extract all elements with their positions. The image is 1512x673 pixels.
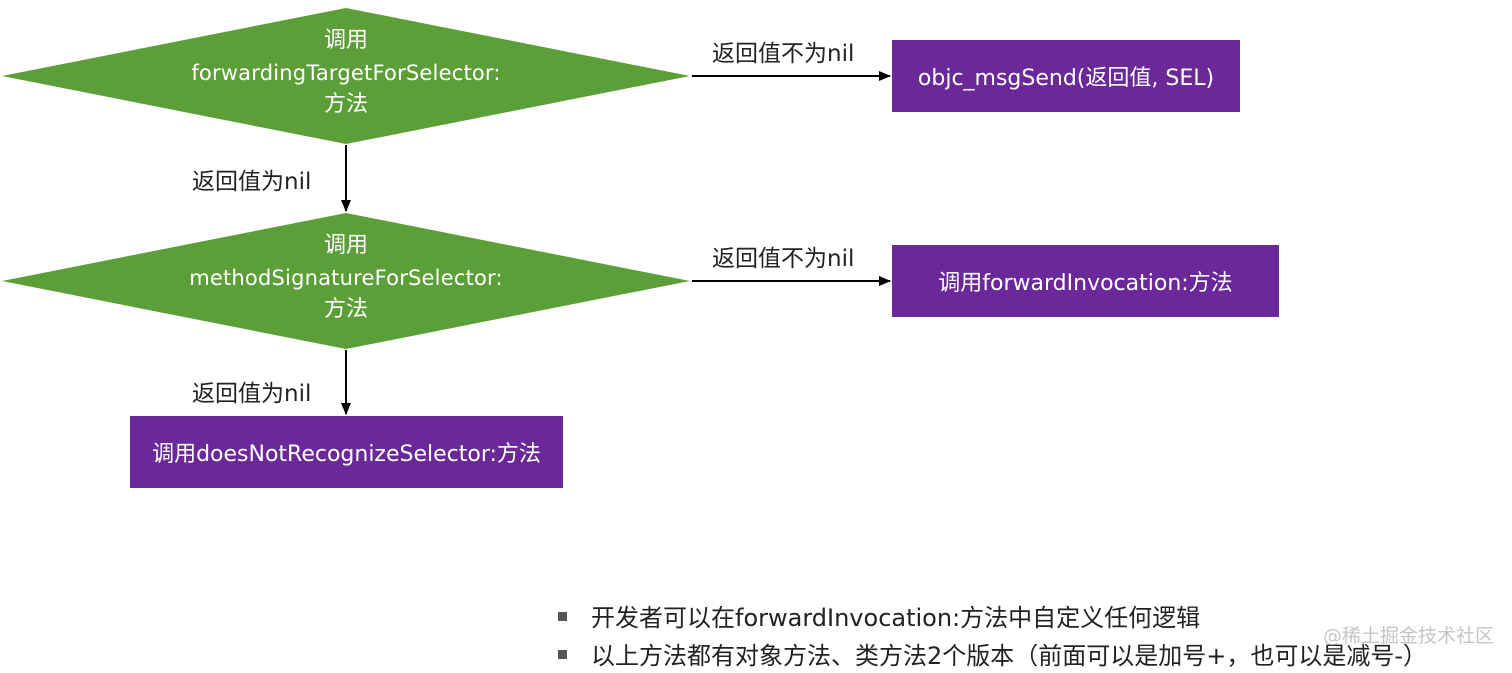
note-text-2: 以上方法都有对象方法、类方法2个版本（前面可以是加号+，也可以是减号-）: [591, 642, 1428, 670]
edge-label-d1-right: 返回值不为nil: [712, 41, 855, 67]
edge-label-d2-right: 返回值不为nil: [712, 246, 855, 272]
diamond1-line2: forwardingTargetForSelector:: [191, 61, 501, 85]
bullet-icon: [558, 611, 567, 621]
diamond2-line1: 调用: [323, 233, 368, 258]
decision-diamond-method-signature: [2, 213, 690, 349]
box-forward-invocation-label: 调用forwardInvocation:方法: [938, 271, 1233, 296]
box-objc-msgsend: objc_msgSend(返回值, SEL): [892, 40, 1240, 112]
diamond2-text: 调用 methodSignatureForSelector: 方法: [86, 229, 606, 327]
diamond2-line3: 方法: [323, 297, 368, 322]
decision-diamond-forwarding-target: [2, 8, 690, 144]
diamond1-text: 调用 forwardingTargetForSelector: 方法: [86, 24, 606, 122]
box-forward-invocation: 调用forwardInvocation:方法: [892, 245, 1279, 317]
diamond1-line3: 方法: [323, 92, 368, 117]
diamond2-line2: methodSignatureForSelector:: [189, 266, 503, 290]
note-text-1: 开发者可以在forwardInvocation:方法中自定义任何逻辑: [591, 604, 1201, 632]
box-does-not-recognize-label: 调用doesNotRecognizeSelector:方法: [152, 442, 541, 467]
note-item-1: 开发者可以在forwardInvocation:方法中自定义任何逻辑: [558, 598, 1200, 633]
watermark: @稀土掘金技术社区: [1322, 625, 1494, 647]
box-objc-msgsend-label: objc_msgSend(返回值, SEL): [917, 66, 1215, 91]
note-item-2: 以上方法都有对象方法、类方法2个版本（前面可以是加号+，也可以是减号-）: [558, 636, 1427, 671]
edge-label-d1-down: 返回值为nil: [192, 169, 312, 195]
bullet-icon: [558, 649, 567, 659]
box-does-not-recognize: 调用doesNotRecognizeSelector:方法: [130, 416, 563, 488]
diamond1-line1: 调用: [323, 28, 368, 53]
edge-label-d2-down: 返回值为nil: [192, 381, 312, 407]
